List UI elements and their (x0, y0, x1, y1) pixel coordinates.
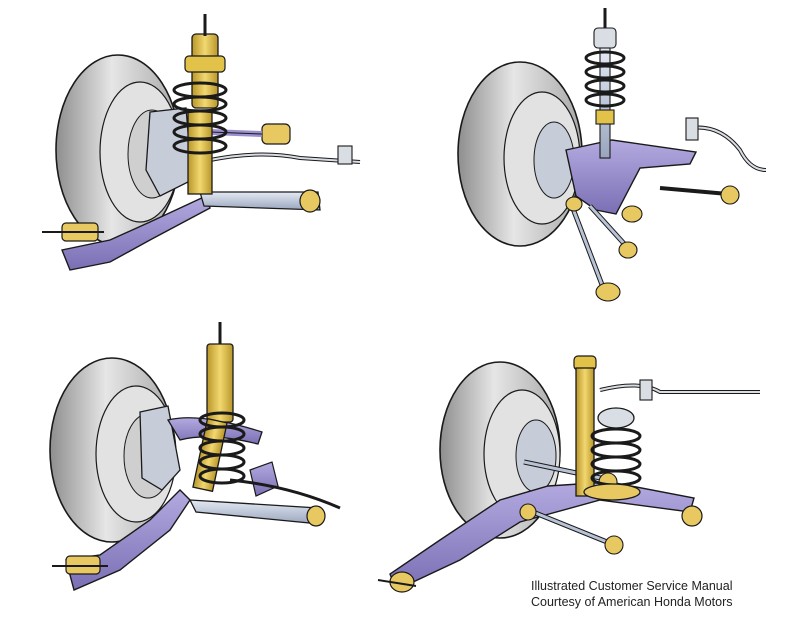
stabilizer-bar-4 (599, 379, 760, 401)
stabilizer-bar-1 (209, 123, 361, 165)
trailing-link-3 (188, 461, 341, 527)
credit-line-1: Illustrated Customer Service Manual (531, 579, 733, 593)
rear-strut-suspension-illustration (49, 322, 341, 591)
image-credit: Illustrated Customer Service Manual Cour… (531, 578, 791, 610)
double-wishbone-suspension-illustration (457, 8, 767, 302)
knuckle-3 (139, 405, 181, 491)
macpherson-strut-suspension-illustration (42, 14, 361, 271)
tire-2 (457, 61, 583, 247)
lower-control-arm-1 (42, 195, 211, 271)
strut-2 (584, 8, 626, 159)
multilink-rear-suspension-illustration (377, 355, 760, 593)
credit-line-2: Courtesy of American Honda Motors (531, 595, 733, 609)
lower-links-2 (565, 185, 740, 302)
coil-spring-1 (172, 81, 228, 155)
shock-absorber-4 (573, 355, 597, 497)
coil-spring-4 (583, 407, 642, 501)
tension-rod-1 (199, 189, 321, 213)
coil-spring-3 (198, 411, 246, 485)
lower-arm-3 (52, 489, 191, 591)
strut-1 (184, 14, 226, 195)
strut-3 (192, 322, 234, 493)
upper-arm-2 (565, 139, 698, 223)
lower-arm-4 (377, 481, 703, 593)
tire-3 (49, 357, 177, 543)
stabilizer-bar-2 (685, 117, 767, 172)
